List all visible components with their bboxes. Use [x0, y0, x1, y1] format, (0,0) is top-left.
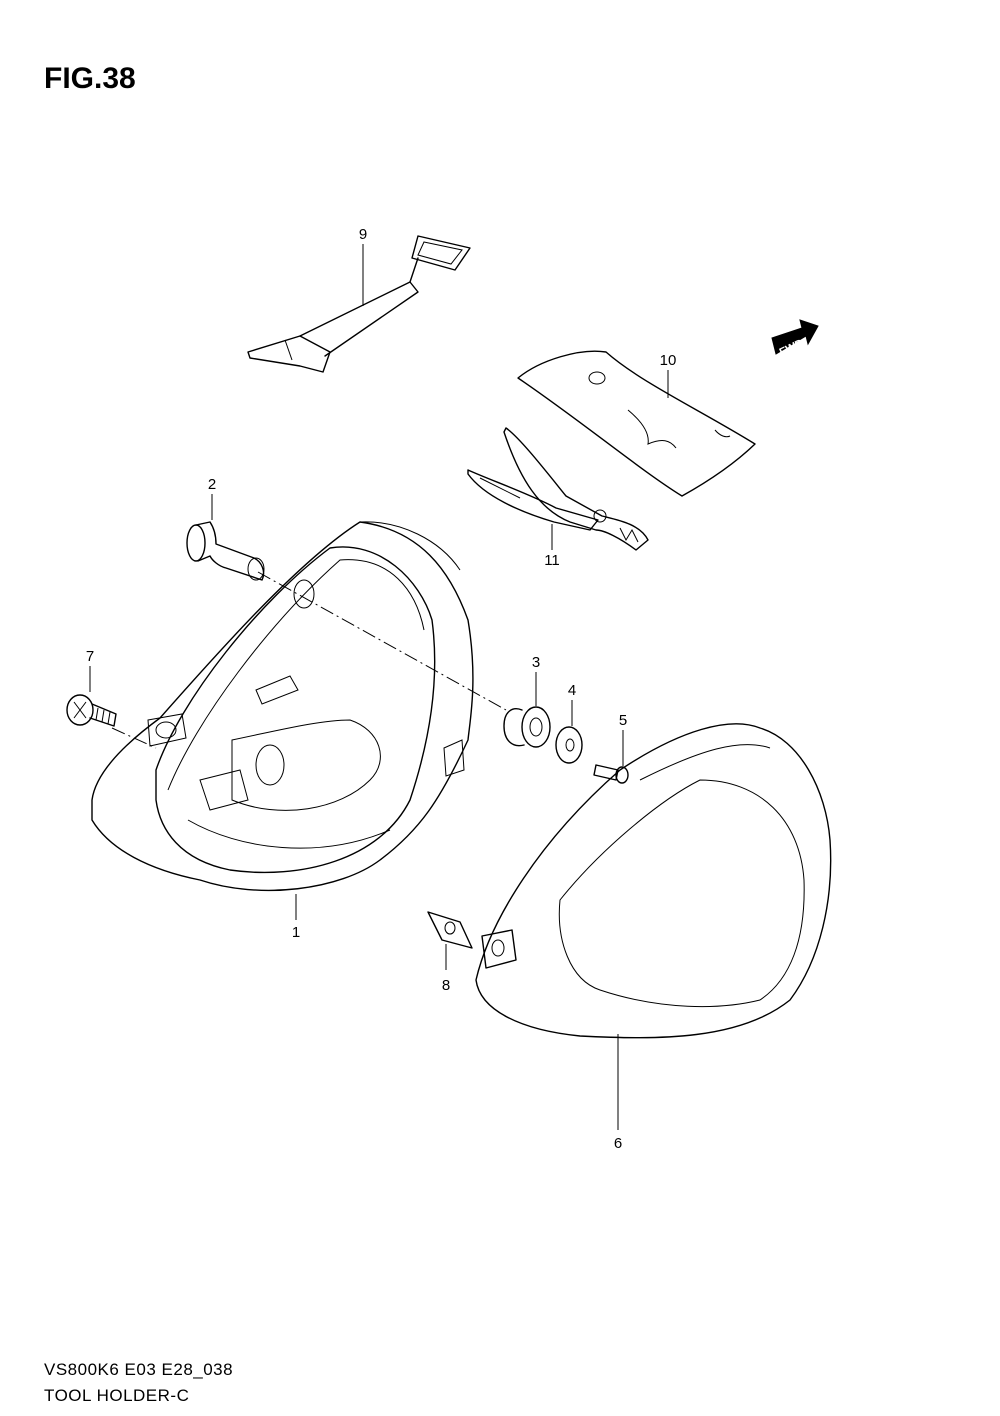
- part-9-strap: [247, 235, 471, 373]
- callout-7: 7: [86, 648, 94, 665]
- part-5-bolt: [593, 764, 629, 784]
- callout-8: 8: [442, 977, 450, 994]
- part-10-tool-bag: [517, 350, 756, 497]
- callout-10: 10: [660, 352, 677, 369]
- figure-title: FIG.38: [44, 62, 136, 95]
- diagram-code: VS800K6 E03 E28_038: [44, 1360, 234, 1379]
- part-11-pliers: [467, 427, 649, 551]
- callout-2: 2: [208, 476, 216, 493]
- alignment-line: [257, 571, 507, 711]
- callout-9: 9: [359, 226, 367, 243]
- callout-5: 5: [619, 712, 627, 729]
- callout-1: 1: [292, 924, 300, 941]
- diagram-name: TOOL HOLDER-C: [44, 1386, 190, 1405]
- fwd-arrow-icon: FWD: [771, 319, 819, 359]
- part-1-tool-holder: [91, 521, 474, 892]
- part-6-cover: [475, 723, 832, 1039]
- callout-3: 3: [532, 654, 540, 671]
- part-4-washer: [555, 726, 583, 764]
- part-2-collar: [186, 521, 265, 581]
- callout-11: 11: [544, 552, 560, 569]
- callout-6: 6: [614, 1135, 622, 1152]
- part-7-screw: [66, 694, 117, 727]
- part-8-clip-nut: [427, 911, 517, 969]
- part-3-grommet: [503, 706, 551, 748]
- callout-4: 4: [568, 682, 576, 699]
